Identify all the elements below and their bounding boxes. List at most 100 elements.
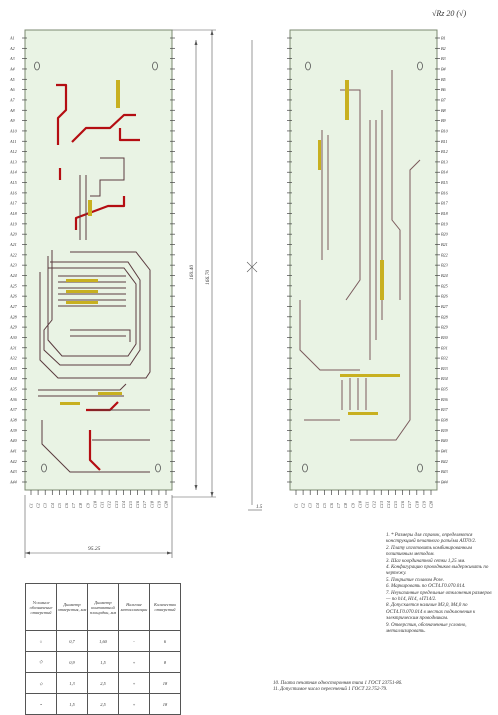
left-red-traces bbox=[56, 83, 140, 471]
hole-table-header: Условное обозначение отверстий Диаметр о… bbox=[25, 583, 181, 631]
hole-table: Условное обозначение отверстий Диаметр о… bbox=[25, 583, 181, 715]
table-cell: 1,5 bbox=[87, 651, 119, 673]
pin-label: A3 bbox=[9, 56, 15, 61]
pin-label: B38 bbox=[441, 418, 449, 423]
pad bbox=[116, 80, 120, 108]
note-item: 4. Конфигурацию проводников выдерживать … bbox=[386, 565, 489, 577]
pin-label: B11 bbox=[441, 139, 447, 144]
right-board-pin-ticks bbox=[287, 37, 440, 483]
pin-label: A6 bbox=[9, 87, 16, 92]
right-board-pin-labels: B1B2B3B4B5B6B7B8B9B10B11B12B13B14B15B16B… bbox=[441, 36, 449, 485]
pin-label: A14 bbox=[9, 170, 17, 175]
trace-red-2 bbox=[71, 113, 136, 143]
pin-label: A22 bbox=[9, 252, 17, 257]
pin-label: B44 bbox=[441, 480, 448, 485]
pin-label: A15 bbox=[9, 180, 17, 185]
pin-label: A4 bbox=[9, 66, 15, 71]
table-cell: 6 bbox=[149, 630, 181, 652]
pin-label: B36 bbox=[441, 397, 449, 402]
pad bbox=[66, 279, 98, 282]
pin-label: B16 bbox=[441, 190, 449, 195]
section-mark bbox=[246, 261, 258, 273]
technical-notes: 1. * Размеры для справок, определяются к… bbox=[386, 533, 494, 636]
mount-hole bbox=[152, 61, 158, 71]
pin-label: B8 bbox=[441, 108, 447, 113]
pin-label: B4 bbox=[441, 66, 446, 71]
pin-label: A16 bbox=[9, 190, 18, 195]
table-cell: 18 bbox=[149, 672, 181, 694]
pad bbox=[66, 301, 98, 304]
pin-label: A32 bbox=[9, 356, 17, 361]
pin-label: C6 bbox=[64, 502, 69, 508]
note-item: 3. Шаг координатной сетки 1,25 мм. bbox=[386, 558, 466, 564]
pin-label: B29 bbox=[441, 325, 449, 330]
pin-label: A10 bbox=[9, 128, 18, 133]
pad bbox=[340, 374, 400, 377]
pin-label: C14 bbox=[386, 501, 391, 508]
pin-label: B26 bbox=[441, 294, 449, 299]
pin-label: C7 bbox=[336, 502, 341, 508]
table-cell: + bbox=[118, 693, 150, 715]
pin-label: A19 bbox=[9, 221, 18, 226]
pin-label: A37 bbox=[9, 407, 18, 412]
pin-label: C12 bbox=[107, 501, 112, 508]
pin-label: A26 bbox=[9, 294, 18, 299]
pin-label: A2 bbox=[9, 46, 15, 51]
pin-label: C3 bbox=[43, 503, 48, 508]
table-cell: 0,7 bbox=[56, 630, 88, 652]
arrow bbox=[210, 492, 214, 497]
pin-label: B15 bbox=[441, 180, 448, 185]
pin-label: C3 bbox=[308, 503, 313, 508]
note-item: 8. Допускается наличие М3,0, М4,0 по ОСТ… bbox=[386, 603, 476, 622]
pin-label: B13 bbox=[441, 159, 448, 164]
dimension-arrows bbox=[25, 30, 214, 555]
right-board: B1B2B3B4B5B6B7B8B9B10B11B12B13B14B15B16B… bbox=[287, 29, 449, 491]
table-cell: 1,5 bbox=[56, 693, 88, 715]
pin-label: B7 bbox=[441, 97, 447, 102]
pin-label: A8 bbox=[9, 108, 16, 113]
pin-label: B17 bbox=[441, 201, 449, 206]
trace-red-6 bbox=[88, 430, 101, 471]
pin-label: B35 bbox=[441, 387, 448, 392]
pin-label: A17 bbox=[9, 201, 18, 206]
pin-label: B30 bbox=[441, 335, 449, 340]
pad bbox=[380, 260, 384, 300]
pin-label: B14 bbox=[441, 170, 448, 175]
pin-label: C10 bbox=[357, 500, 362, 508]
trace-thin-2 bbox=[340, 89, 361, 301]
pin-label: C20 bbox=[164, 500, 169, 508]
pin-label: A30 bbox=[9, 335, 18, 340]
pad bbox=[60, 402, 80, 405]
table-cell: + bbox=[118, 672, 150, 694]
table-cell: + bbox=[118, 651, 150, 673]
pin-label: A34 bbox=[9, 376, 17, 381]
table-row: • 1,5 2,5 + 18 bbox=[25, 693, 181, 715]
trace-thin-4 bbox=[391, 70, 401, 300]
pin-label: C15 bbox=[128, 501, 133, 508]
pin-label: C18 bbox=[414, 500, 419, 508]
pin-label: B32 bbox=[441, 356, 448, 361]
trace-dark-9 bbox=[70, 329, 131, 342]
pin-label: C2 bbox=[36, 503, 41, 508]
left-board-outline bbox=[24, 29, 173, 491]
trace-thin-6 bbox=[341, 378, 367, 410]
table-cell: ○ bbox=[25, 630, 57, 652]
pin-label: B40 bbox=[441, 438, 449, 443]
note-item: 9. Отверстия, обозначенные условно, мета… bbox=[386, 622, 467, 635]
pin-label: A43 bbox=[9, 469, 17, 474]
pad bbox=[345, 80, 349, 120]
dim-thickness-label: 1.5 bbox=[256, 505, 263, 510]
dim-outer-height-label: 166.70 bbox=[205, 270, 211, 285]
trace-dark-5 bbox=[38, 383, 127, 397]
pin-label: B31 bbox=[441, 345, 448, 350]
footnotes: 10. Плата печатная односторонняя типа 1 … bbox=[273, 681, 433, 694]
pin-label: B43 bbox=[441, 469, 448, 474]
pin-label: A41 bbox=[9, 449, 17, 454]
trace-red-4 bbox=[74, 196, 126, 230]
note-item: 5. Покрытие сплавом Розе. bbox=[386, 577, 444, 583]
trace-dark-10 bbox=[90, 409, 150, 441]
right-board-outline bbox=[289, 29, 438, 491]
table-cell: 18 bbox=[149, 693, 181, 715]
